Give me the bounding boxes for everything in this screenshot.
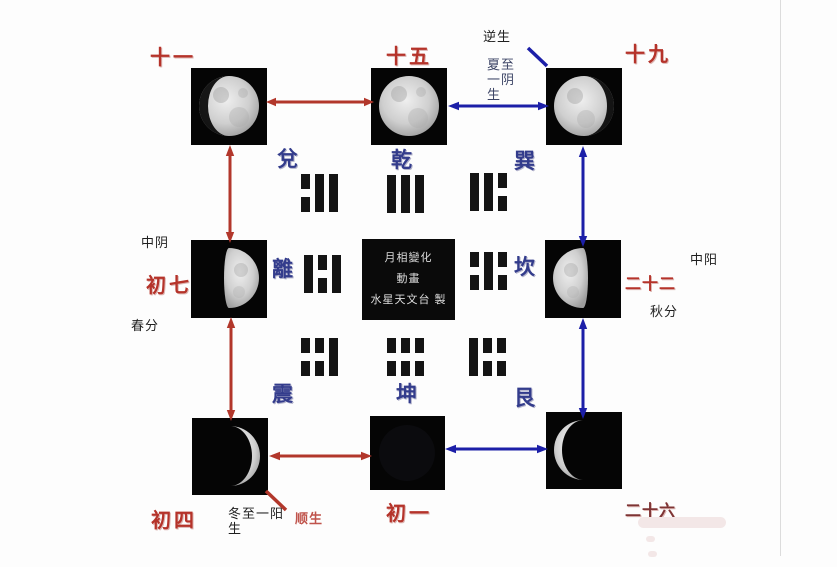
trigram-char-xun: 巽 [514,150,535,173]
trigram-char-kun: 坤 [396,383,417,406]
watermark-dot [648,551,657,557]
note-autumn-equinox: 秋分 [650,304,679,319]
day-label-11: 十一 [150,47,196,69]
trigram-symbol-gen [469,338,506,376]
note-summer-solstice: 夏至 一阴 生 [487,57,516,102]
note-spring-equinox: 春分 [131,318,160,333]
moon-photo-day11 [191,68,267,145]
trigram-char-kan: 坎 [514,256,535,279]
trigram-char-dui: 兌 [277,148,298,171]
moon-photo-day15 [371,68,447,145]
note-reverse-flow: 逆生 [483,29,512,44]
trigram-symbol-kan [470,252,507,290]
moon-photo-day22 [545,240,621,318]
day-label-19: 十九 [625,44,671,66]
trigram-symbol-qian [387,175,424,213]
trigram-symbol-xun [470,173,507,211]
pointer-reverse-flow [526,46,549,68]
day-label-01: 初一 [386,503,432,525]
watermark-dot [646,536,655,542]
day-label-26: 二十六 [625,503,677,520]
day-label-15: 十五 [386,46,432,68]
trigram-symbol-kun [387,338,424,376]
trigram-char-zhen: 震 [272,383,293,406]
note-forward-flow: 顺生 [295,511,324,526]
note-middle-yin: 中阴 [141,235,170,250]
moon-photo-day07 [191,240,267,318]
moon-photo-day19 [546,68,622,145]
trigram-symbol-li [304,255,341,293]
trigram-char-li: 離 [272,258,293,281]
moon-photo-day01 [370,416,445,490]
day-label-04: 初四 [151,510,197,532]
day-label-07: 初七 [146,275,192,297]
watermark-smudge [638,517,726,528]
day-label-22: 二十二 [625,276,677,293]
trigram-char-qian: 乾 [391,149,412,172]
page-edge-line [780,0,781,556]
trigram-symbol-zhen [301,338,338,376]
moon-photo-day26 [546,412,622,489]
moon-photo-day04 [192,418,268,495]
trigram-char-gen: 艮 [514,387,535,410]
center-credit-box: 月相變化 動畫 水星天文台 製 [362,239,455,320]
trigram-symbol-dui [301,174,338,212]
note-middle-yang: 中阳 [690,252,719,267]
note-winter-solstice: 冬至一阳 生 [228,506,285,536]
